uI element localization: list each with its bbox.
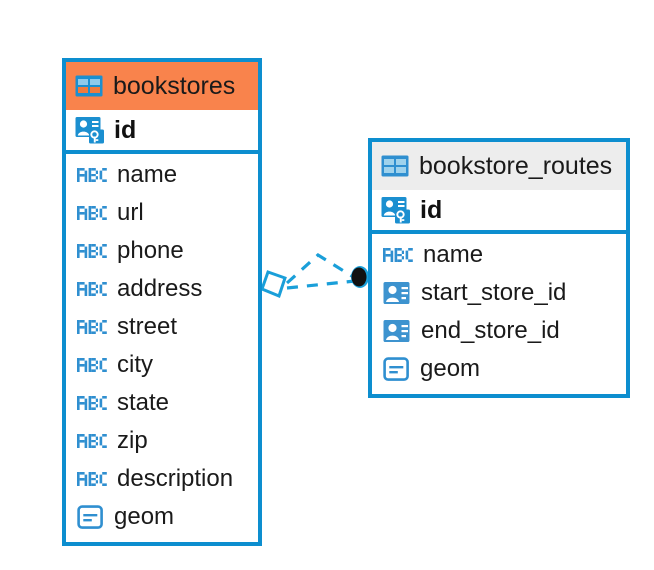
field-row-geom[interactable]: geom: [372, 350, 626, 388]
primary-key-row-bookstore-routes[interactable]: id: [372, 190, 626, 234]
field-row-state[interactable]: state: [66, 384, 258, 422]
table-icon: [381, 155, 409, 177]
entity-bookstore-routes[interactable]: bookstore_routes id: [368, 138, 630, 398]
field-label: state: [117, 389, 170, 416]
primary-key-label: id: [420, 195, 443, 224]
abc-text-icon: [77, 204, 107, 222]
abc-text-icon: [77, 470, 107, 488]
primary-key-row-bookstores[interactable]: id: [66, 110, 258, 154]
field-row-url[interactable]: url: [66, 194, 258, 232]
field-row-phone[interactable]: phone: [66, 232, 258, 270]
field-label: phone: [117, 237, 184, 264]
primary-key-icon: [75, 116, 105, 144]
field-label: name: [117, 161, 178, 188]
field-list-bookstores: name u: [66, 154, 258, 539]
abc-text-icon: [77, 356, 107, 374]
entity-header-bookstores[interactable]: bookstores: [66, 62, 258, 110]
field-row-city[interactable]: city: [66, 346, 258, 384]
field-label: address: [117, 275, 203, 302]
field-row-address[interactable]: address: [66, 270, 258, 308]
abc-text-icon: [383, 246, 413, 264]
field-row-zip[interactable]: zip: [66, 422, 258, 460]
rhombus-marker-icon: [260, 270, 287, 298]
field-row-name[interactable]: name: [66, 156, 258, 194]
field-list-bookstore-routes: name start_store_id: [372, 234, 626, 391]
entity-bookstores[interactable]: bookstores id: [62, 58, 262, 546]
field-label: street: [117, 313, 178, 340]
abc-text-icon: [77, 166, 107, 184]
field-row-end-store-id[interactable]: end_store_id: [372, 312, 626, 350]
abc-text-icon: [77, 280, 107, 298]
field-label: end_store_id: [421, 317, 560, 344]
geometry-icon: [77, 504, 104, 530]
field-label: geom: [114, 503, 175, 530]
field-label: name: [423, 241, 484, 268]
field-label: zip: [117, 427, 148, 454]
abc-text-icon: [77, 242, 107, 260]
field-label: url: [117, 199, 144, 226]
entity-title: bookstore_routes: [419, 151, 613, 180]
primary-key-label: id: [114, 115, 137, 144]
field-row-description[interactable]: description: [66, 460, 258, 498]
primary-key-icon: [381, 196, 411, 224]
field-label: description: [117, 465, 234, 492]
field-row-start-store-id[interactable]: start_store_id: [372, 274, 626, 312]
table-icon: [75, 75, 103, 97]
foreign-key-icon: [383, 318, 411, 344]
field-label: geom: [420, 355, 481, 382]
abc-text-icon: [77, 394, 107, 412]
relationship-line-lower: [286, 279, 356, 290]
geometry-icon: [383, 356, 410, 382]
abc-text-icon: [77, 318, 107, 336]
filled-circle-marker-icon: [351, 266, 369, 288]
field-row-geom[interactable]: geom: [66, 498, 258, 536]
relationship-line-upper: [285, 253, 356, 285]
foreign-key-icon: [383, 280, 411, 306]
field-label: city: [117, 351, 153, 378]
entity-title: bookstores: [113, 71, 236, 100]
field-label: start_store_id: [421, 279, 567, 306]
field-row-street[interactable]: street: [66, 308, 258, 346]
field-row-name[interactable]: name: [372, 236, 626, 274]
entity-header-bookstore-routes[interactable]: bookstore_routes: [372, 142, 626, 190]
abc-text-icon: [77, 432, 107, 450]
